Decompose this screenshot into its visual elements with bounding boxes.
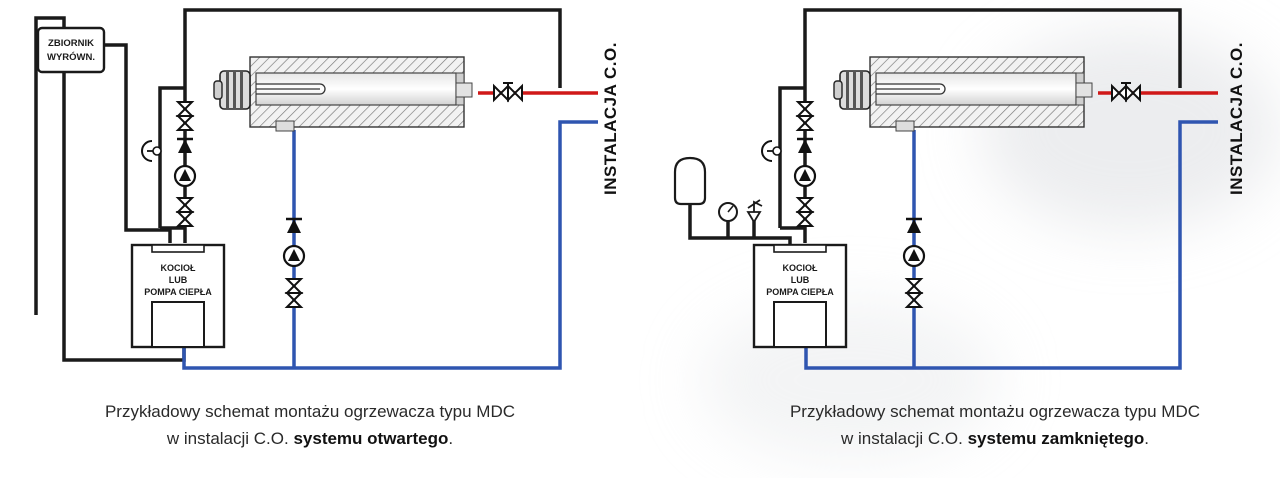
pressure-gauge-icon	[718, 202, 738, 222]
pump-icon	[902, 244, 926, 268]
water-heater	[213, 56, 473, 132]
shutoff-valve-icon	[906, 278, 922, 308]
pump-icon	[173, 164, 197, 188]
shutoff-valve-icon	[797, 197, 813, 227]
shutoff-valve-icon	[493, 82, 523, 101]
tank-label-line2: WYRÓWN.	[47, 51, 95, 63]
caption-suffix: .	[448, 429, 454, 448]
caption-prefix: w instalacji C.O.	[166, 429, 294, 448]
expansion-tank	[36, 26, 106, 74]
pump-icon	[282, 244, 306, 268]
boiler-label-line1: KOCIOŁ	[161, 263, 197, 273]
caption-line2: w instalacji C.O. systemu otwartego.	[30, 425, 590, 452]
boiler-label-line2: LUB	[169, 275, 188, 285]
boiler-label-line3: POMPA CIEPŁA	[144, 287, 212, 297]
expansion-vessel-icon	[673, 156, 707, 206]
caption-bold: systemu otwartego	[293, 429, 449, 448]
installation-label: INSTALACJA C.O.	[1227, 42, 1246, 195]
caption-line1: Przykładowy schemat montażu ogrzewacza t…	[104, 402, 516, 421]
thermostatic-valve-icon	[761, 140, 782, 162]
boiler: KOCIOŁ LUB POMPA CIEPŁA	[130, 243, 226, 349]
boiler-label-line3: POMPA CIEPŁA	[766, 287, 834, 297]
caption-prefix: w instalacji C.O.	[840, 429, 968, 448]
diagram-closed-system: KOCIOŁ LUB POMPA CIEPŁA INSTALACJA C.O.	[673, 8, 1246, 370]
pump-icon	[793, 164, 817, 188]
check-valve-icon	[904, 217, 924, 235]
check-valve-icon	[795, 137, 815, 155]
water-heater	[833, 56, 1093, 132]
caption-line1: Przykładowy schemat montażu ogrzewacza t…	[789, 402, 1201, 421]
boiler-label-line2: LUB	[791, 275, 810, 285]
boiler-label-line1: KOCIOŁ	[783, 263, 819, 273]
shutoff-valve-icon	[797, 101, 813, 131]
thermostatic-valve-icon	[141, 140, 162, 162]
caption-line2: w instalacji C.O. systemu zamkniętego.	[715, 425, 1275, 452]
shutoff-valve-icon	[286, 278, 302, 308]
safety-valve-icon	[746, 199, 763, 224]
check-valve-icon	[284, 217, 304, 235]
caption-closed-system: Przykładowy schemat montażu ogrzewacza t…	[715, 398, 1275, 452]
installation-label: INSTALACJA C.O.	[601, 42, 620, 195]
shutoff-valve-icon	[1111, 82, 1141, 101]
shutoff-valve-icon	[177, 197, 193, 227]
caption-suffix: .	[1144, 429, 1149, 448]
shutoff-valve-icon	[177, 101, 193, 131]
tank-label-line1: ZBIORNIK	[48, 38, 94, 49]
diagram-open-system: ZBIORNIK WYRÓWN. KOCIOŁ LUB POMPA CIEPŁA…	[34, 8, 620, 370]
check-valve-icon	[175, 137, 195, 155]
boiler: KOCIOŁ LUB POMPA CIEPŁA	[752, 243, 848, 349]
caption-bold: systemu zamkniętego	[967, 429, 1145, 448]
caption-open-system: Przykładowy schemat montażu ogrzewacza t…	[30, 398, 590, 452]
